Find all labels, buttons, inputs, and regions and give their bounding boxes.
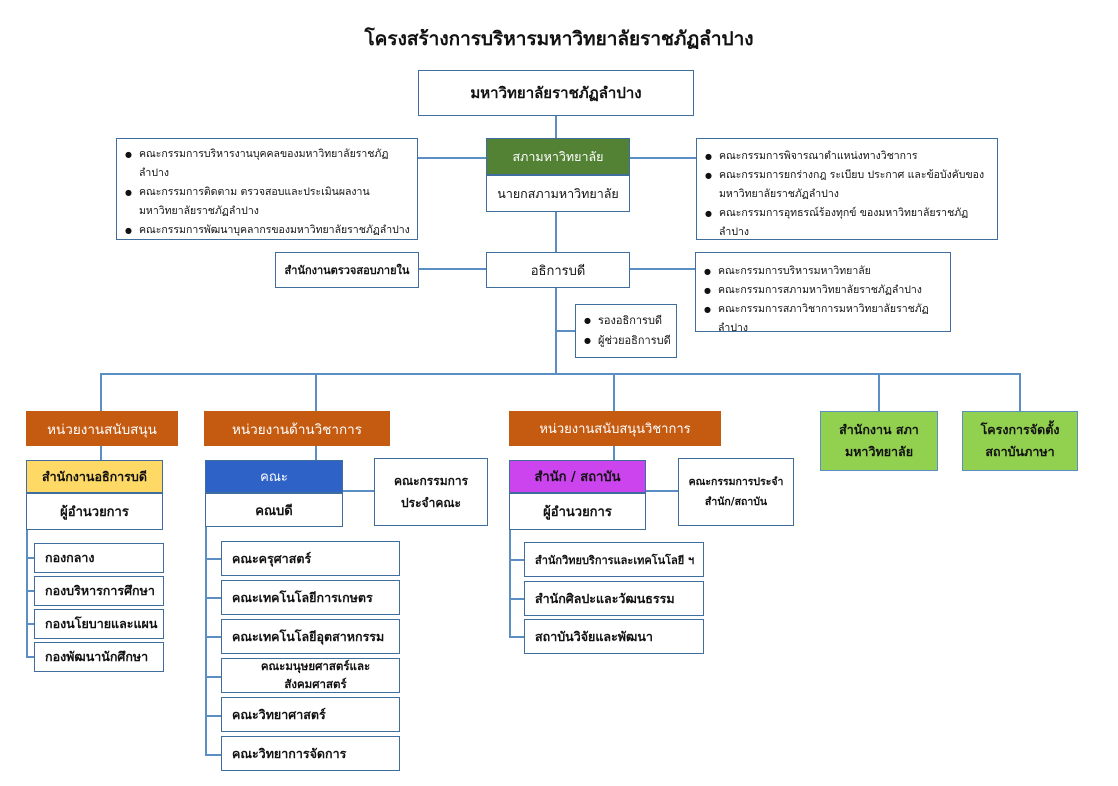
connector — [878, 373, 880, 411]
support-item: กองพัฒนานักศึกษา — [34, 642, 164, 672]
connector — [509, 636, 524, 638]
president-box: อธิการบดี — [486, 252, 630, 288]
support-item: กองกลาง — [34, 543, 164, 573]
connector — [509, 598, 524, 600]
connector — [26, 590, 34, 592]
support-item: กองนโยบายและแผน — [34, 609, 164, 639]
institute-item: สำนักวิทยบริการและเทคโนโลยี ฯ — [524, 542, 704, 577]
support-head: ผู้อำนวยการ — [26, 493, 163, 530]
committee-item: คณะกรรมการพิจารณาตำแหน่งทางวิชาการ — [705, 147, 997, 166]
language-project-box: โครงการจัดตั้ง สถาบันภาษา — [962, 411, 1078, 471]
connector — [343, 490, 374, 492]
connector — [555, 116, 557, 138]
vice-item: ผู้ช่วยอธิการบดี — [584, 331, 676, 351]
faculty-item: คณะวิทยาศาสตร์ — [221, 697, 400, 732]
connector — [205, 558, 221, 560]
faculty-committee: คณะกรรมการ ประจำคณะ — [374, 458, 488, 526]
connector — [315, 446, 317, 460]
connector — [1019, 373, 1021, 411]
connector — [100, 373, 1021, 375]
faculty-item: คณะเทคโนโลยีการเกษตร — [221, 580, 400, 615]
council-chair: นายกสภามหาวิทยาลัย — [486, 175, 630, 212]
vice-item: รองอธิการบดี — [584, 311, 676, 331]
connector — [630, 268, 695, 270]
page-title: โครงสร้างการบริหารมหาวิทยาลัยราชภัฏลำปาง — [364, 28, 754, 50]
faculty-header: คณะ — [205, 460, 343, 493]
institute-item: สำนักศิลปะและวัฒนธรรม — [524, 581, 704, 616]
institute-item: สถาบันวิจัยและพัฒนา — [524, 619, 704, 654]
institute-head: ผู้อำนวยการ — [509, 493, 646, 530]
connector — [630, 157, 696, 159]
internal-audit-box: สำนักงานตรวจสอบภายใน — [275, 252, 419, 288]
dean-box: คณบดี — [205, 493, 343, 527]
council-office-box: สำนักงาน สภามหาวิทยาลัย — [820, 411, 938, 471]
connector — [26, 623, 34, 625]
council-committees-right: คณะกรรมการพิจารณาตำแหน่งทางวิชาการ คณะกร… — [696, 138, 998, 240]
connector — [205, 527, 207, 756]
faculty-item: คณะเทคโนโลยีอุตสาหกรรม — [221, 619, 400, 654]
committee-item: คณะกรรมการอุทธรณ์ร้องทุกข์ ของมหาวิทยาลั… — [705, 204, 997, 242]
committee-item: คณะกรรมการยกร่างกฎ ระเบียบ ประกาศ และข้อ… — [705, 166, 997, 204]
connector — [419, 268, 486, 270]
connector — [555, 212, 557, 252]
vice-president-box: รองอธิการบดี ผู้ช่วยอธิการบดี — [575, 304, 677, 358]
faculty-item: คณะวิทยาการจัดการ — [221, 736, 400, 771]
committee-item: คณะกรรมการสภาวิชาการมหาวิทยาลัยราชภัฏลำป… — [704, 300, 950, 338]
president-committees: คณะกรรมการบริหารมหาวิทยาลัย คณะกรรมการสภ… — [695, 252, 951, 334]
committee-item: คณะกรรมการติดตาม ตรวจสอบและประเมินผลงาน … — [125, 183, 417, 221]
connector — [613, 373, 615, 411]
faculty-item: คณะมนุษยศาสตร์และสังคมศาสตร์ — [221, 658, 400, 693]
support-header: หน่วยงานสนับสนุน — [26, 411, 178, 446]
university-box: มหาวิทยาลัยราชภัฏลำปาง — [418, 70, 694, 116]
committee-item: คณะกรรมการบริหารมหาวิทยาลัย — [704, 262, 950, 281]
connector — [205, 636, 221, 638]
connector — [205, 754, 221, 756]
committee-item: คณะกรรมการสภามหาวิทยาลัยราชภัฏลำปาง — [704, 281, 950, 300]
connector — [205, 597, 221, 599]
academic-support-header: หน่วยงานสนับสนุนวิชาการ — [509, 411, 721, 446]
connector — [509, 530, 511, 638]
connector — [509, 559, 524, 561]
connector — [205, 676, 221, 678]
faculty-item: คณะครุศาสตร์ — [221, 541, 400, 576]
council-committees-left: คณะกรรมการบริหารงานบุคคลของมหาวิทยาลัยรา… — [116, 138, 418, 240]
institute-header: สำนัก / สถาบัน — [509, 460, 646, 493]
institute-committee: คณะกรรมการประจำ สำนัก/สถาบัน — [678, 458, 794, 526]
council-header: สภามหาวิทยาลัย — [486, 138, 630, 175]
connector — [613, 446, 615, 460]
connector — [418, 157, 486, 159]
connector — [26, 530, 28, 658]
connector — [100, 446, 102, 460]
connector — [555, 330, 575, 332]
connector — [100, 373, 102, 411]
connector — [26, 656, 34, 658]
connector — [646, 490, 678, 492]
committee-item: คณะกรรมการพัฒนาบุคลากรของมหาวิทยาลัยราชภ… — [125, 221, 417, 240]
connector — [26, 557, 34, 559]
connector — [315, 373, 317, 411]
support-office: สำนักงานอธิการบดี — [26, 460, 163, 493]
connector — [205, 715, 221, 717]
academic-header: หน่วยงานด้านวิชาการ — [204, 411, 390, 446]
support-item: กองบริหารการศึกษา — [34, 576, 164, 606]
committee-item: คณะกรรมการบริหารงานบุคคลของมหาวิทยาลัยรา… — [125, 145, 417, 183]
